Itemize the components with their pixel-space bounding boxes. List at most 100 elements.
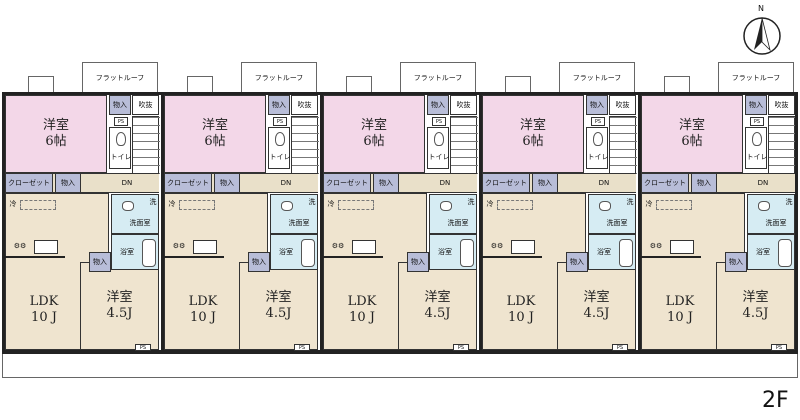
- balcony-bottom: [2, 354, 798, 378]
- outer-wall-left: [320, 92, 323, 354]
- toilet-label: トイレ: [746, 153, 768, 161]
- down-label: DN: [757, 179, 769, 187]
- ps-bottom-label: PS: [298, 344, 306, 351]
- balcony-rail: [505, 76, 531, 92]
- ps-bottom: PS: [771, 344, 787, 351]
- ps-top: PS: [591, 117, 605, 126]
- storage-lower: 物入: [407, 252, 429, 272]
- stair-step: [133, 165, 160, 166]
- down-label: DN: [121, 179, 133, 187]
- washer-label: 洗: [149, 198, 157, 206]
- ps-bottom-label: PS: [139, 344, 147, 351]
- storage-mid: 物入: [214, 173, 240, 193]
- counter: [656, 200, 692, 210]
- void: 吹抜: [132, 95, 159, 115]
- washroom: 洗洗面室: [111, 194, 159, 234]
- western-room-45-name: 洋室: [106, 290, 133, 305]
- kitchen-partition: [641, 256, 701, 258]
- washroom-label: 洗面室: [288, 219, 310, 227]
- down-label: DN: [280, 179, 292, 187]
- washroom: 洗洗面室: [270, 194, 318, 234]
- flat-roof-label: フラットルーフ: [731, 73, 781, 82]
- western-room-45-size: 4.5J: [742, 306, 769, 321]
- flat-roof-label: フラットルーフ: [572, 73, 622, 82]
- void-label: 吹抜: [774, 100, 789, 109]
- bathroom-label: 浴室: [597, 248, 611, 256]
- western-room-6-name: 洋室: [360, 118, 387, 133]
- closet-label: クローゼット: [8, 178, 50, 187]
- stair-step: [133, 141, 160, 142]
- stair-step: [292, 125, 319, 126]
- outer-wall-top: [320, 92, 480, 95]
- storage-lower: 物入: [248, 252, 270, 272]
- balcony-rail: [664, 76, 690, 92]
- down-label: DN: [598, 179, 610, 187]
- toilet-label: トイレ: [587, 153, 609, 161]
- stair-step: [610, 165, 637, 166]
- bathroom: 浴室: [588, 234, 636, 270]
- ldk-name: LDK: [506, 294, 536, 309]
- western-room-45-size: 4.5J: [583, 306, 610, 321]
- bathroom: 浴室: [270, 234, 318, 270]
- toilet-bowl-icon: [275, 132, 285, 146]
- void: 吹抜: [768, 95, 795, 115]
- closet: クローゼット: [323, 173, 371, 193]
- wash-basin-icon: [281, 201, 293, 211]
- stair-step: [610, 157, 637, 158]
- storage-top-label: 物入: [590, 100, 604, 109]
- outer-wall-top: [161, 92, 321, 95]
- stairs: [450, 116, 478, 180]
- toilet: トイレ: [268, 127, 291, 169]
- sink: [193, 240, 217, 254]
- storage-lower-label: 物入: [252, 257, 266, 266]
- void: 吹抜: [450, 95, 477, 115]
- storage-lower-label: 物入: [570, 257, 584, 266]
- outer-wall-left: [2, 92, 5, 354]
- balcony-rail: [28, 76, 54, 92]
- storage-lower: 物入: [725, 252, 747, 272]
- bathtub-icon: [619, 239, 633, 267]
- storage-mid-label: 物入: [61, 178, 75, 187]
- void-label: 吹抜: [297, 100, 312, 109]
- counter: [497, 200, 533, 210]
- closet: クローゼット: [164, 173, 212, 193]
- stair-step: [133, 149, 160, 150]
- toilet: トイレ: [109, 127, 132, 169]
- storage-top: 物入: [586, 95, 608, 115]
- ldk-size: 10 J: [349, 310, 375, 325]
- western-room-45-name: 洋室: [742, 290, 769, 305]
- balcony-rail: [346, 76, 372, 92]
- wash-basin-icon: [599, 201, 611, 211]
- washer-label: 洗: [626, 198, 634, 206]
- closet: クローゼット: [482, 173, 530, 193]
- storage-mid: 物入: [373, 173, 399, 193]
- storage-top: 物入: [109, 95, 131, 115]
- storage-lower-label: 物入: [729, 257, 743, 266]
- outer-wall-left: [161, 92, 164, 354]
- storage-lower-label: 物入: [411, 257, 425, 266]
- sink: [352, 240, 376, 254]
- stair-step: [769, 125, 796, 126]
- stair-step: [451, 157, 478, 158]
- bathroom: 浴室: [429, 234, 477, 270]
- ldk-size: 10 J: [508, 310, 534, 325]
- storage-lower: 物入: [566, 252, 588, 272]
- outer-wall-bottom: [2, 350, 162, 354]
- ldk-name: LDK: [188, 294, 218, 309]
- ps-bottom-label: PS: [775, 344, 783, 351]
- sink: [670, 240, 694, 254]
- sink: [34, 240, 58, 254]
- washroom: 洗洗面室: [747, 194, 795, 234]
- western-room-45-size: 4.5J: [265, 306, 292, 321]
- stair-step: [610, 117, 637, 118]
- bathroom-label: 浴室: [438, 248, 452, 256]
- outer-wall-right: [795, 92, 798, 354]
- stairs: [291, 116, 319, 180]
